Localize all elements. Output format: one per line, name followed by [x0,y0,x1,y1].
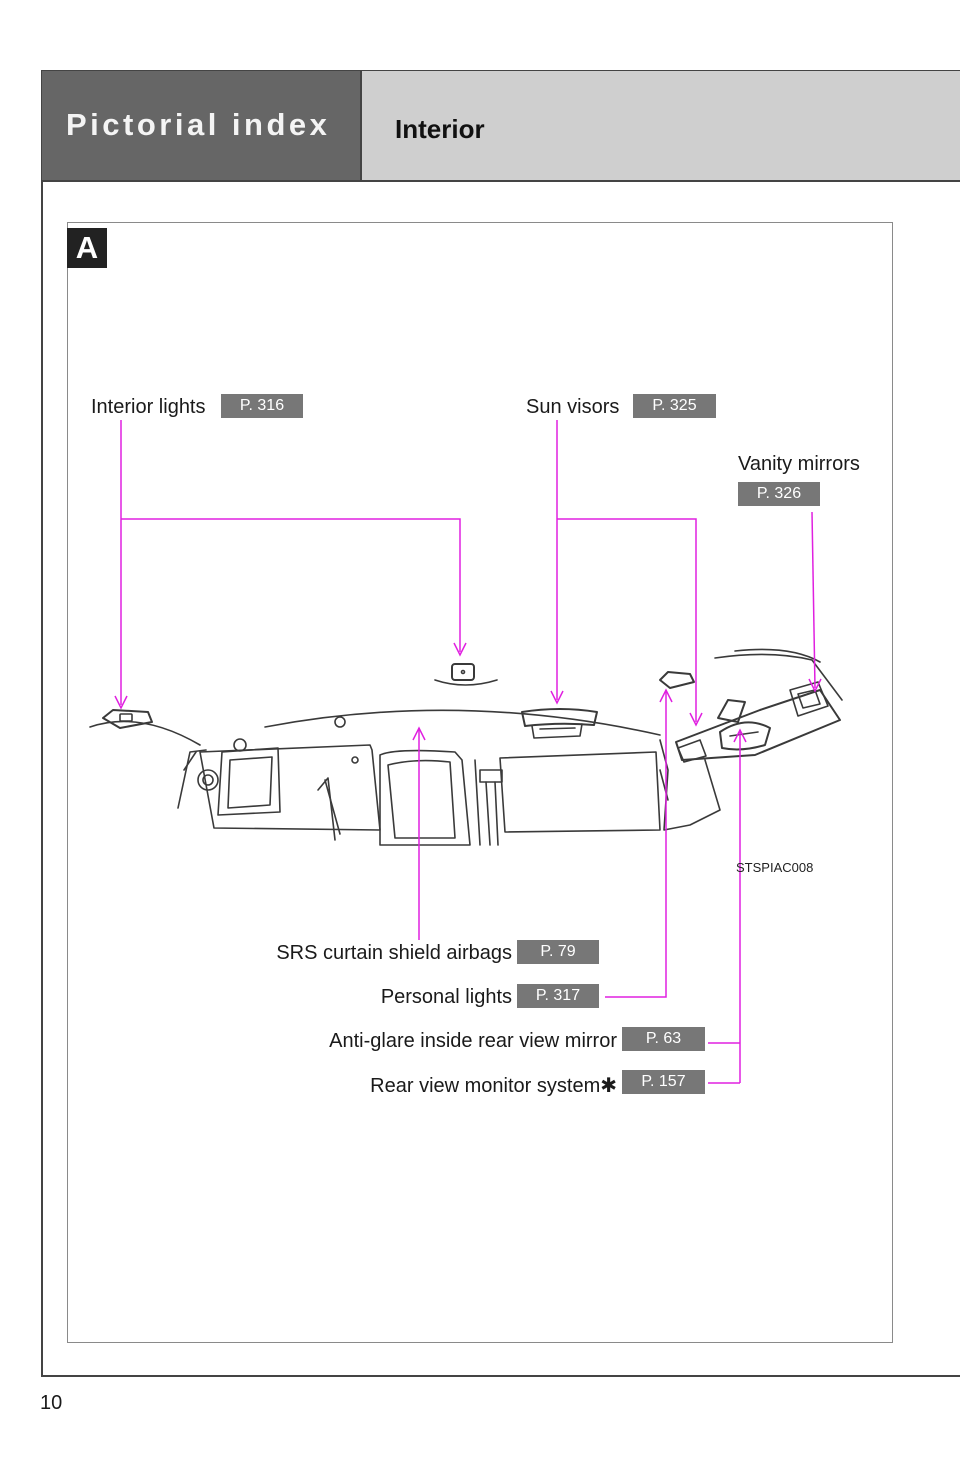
callout-personal-lights-page[interactable]: P. 317 [517,984,599,1008]
page-header: Pictorial index Interior [42,71,960,181]
callout-rear-view-monitor-text: Rear view monitor system [370,1075,601,1097]
subsection-band: Interior [362,71,960,181]
asterisk-icon: ✱ [600,1075,617,1097]
header-rule [42,180,960,182]
page-number: 10 [40,1392,63,1414]
callout-anti-glare-mirror-page[interactable]: P. 63 [622,1027,705,1051]
callout-rear-view-monitor-label: Rear view monitor system✱ [370,1073,617,1098]
callout-vanity-mirrors-label: Vanity mirrors [738,453,860,475]
callout-interior-lights-page[interactable]: P. 316 [221,394,303,418]
callout-sun-visors-label: Sun visors [526,396,620,418]
callout-interior-lights-label: Interior lights [91,396,206,418]
section-title: Pictorial index [66,107,331,142]
subsection-title: Interior [395,114,485,144]
callout-srs-airbags-label: SRS curtain shield airbags [276,942,512,964]
panel-marker: A [67,228,107,268]
callout-rear-view-monitor-page[interactable]: P. 157 [622,1070,705,1094]
callout-srs-airbags-page[interactable]: P. 79 [517,940,599,964]
illustration-panel [67,222,893,1343]
callout-personal-lights-label: Personal lights [380,986,512,1008]
section-tab: Pictorial index [42,71,362,181]
callout-anti-glare-mirror-label: Anti-glare inside rear view mirror [329,1030,617,1052]
illustration-code: STSPIAC008 [736,860,814,875]
callout-sun-visors-page[interactable]: P. 325 [633,394,716,418]
callout-vanity-mirrors-page[interactable]: P. 326 [738,482,820,506]
